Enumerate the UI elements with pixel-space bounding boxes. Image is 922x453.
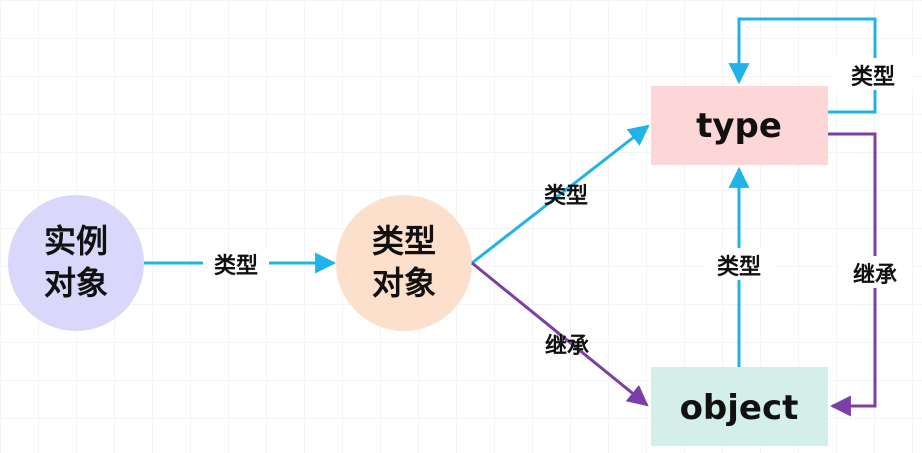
edge-class-to-type-label: 类型	[544, 184, 588, 209]
edge-object-to-type-label: 类型	[717, 255, 761, 280]
edge-class-to-object-label: 继承	[545, 333, 589, 359]
instance-object-node	[8, 195, 144, 331]
edge-object-to-type-label-bg	[703, 248, 775, 280]
class-object-label-line2: 对象	[372, 264, 436, 302]
edge-type-self-label-bg	[833, 58, 913, 90]
instance-object-label-line2: 对象	[44, 264, 108, 302]
type-node-label: type	[696, 106, 782, 146]
edge-type-to-object-label: 继承	[853, 262, 897, 288]
edge-instance-to-class-label-bg	[203, 250, 269, 278]
object-node-label: object	[680, 388, 799, 428]
type-node	[651, 86, 828, 165]
edge-class-to-type	[471, 124, 650, 265]
class-object-label-line1: 类型	[372, 222, 436, 260]
object-node	[651, 367, 828, 446]
edge-type-self	[728, 17, 877, 114]
class-object-node	[336, 195, 472, 331]
edge-type-self-label: 类型	[851, 65, 895, 90]
edge-instance-to-class-label: 类型	[214, 254, 258, 279]
edge-type-to-object-label-bg	[838, 256, 912, 288]
instance-object-label-line1: 实例	[44, 222, 108, 260]
edge-class-to-object	[471, 261, 649, 407]
